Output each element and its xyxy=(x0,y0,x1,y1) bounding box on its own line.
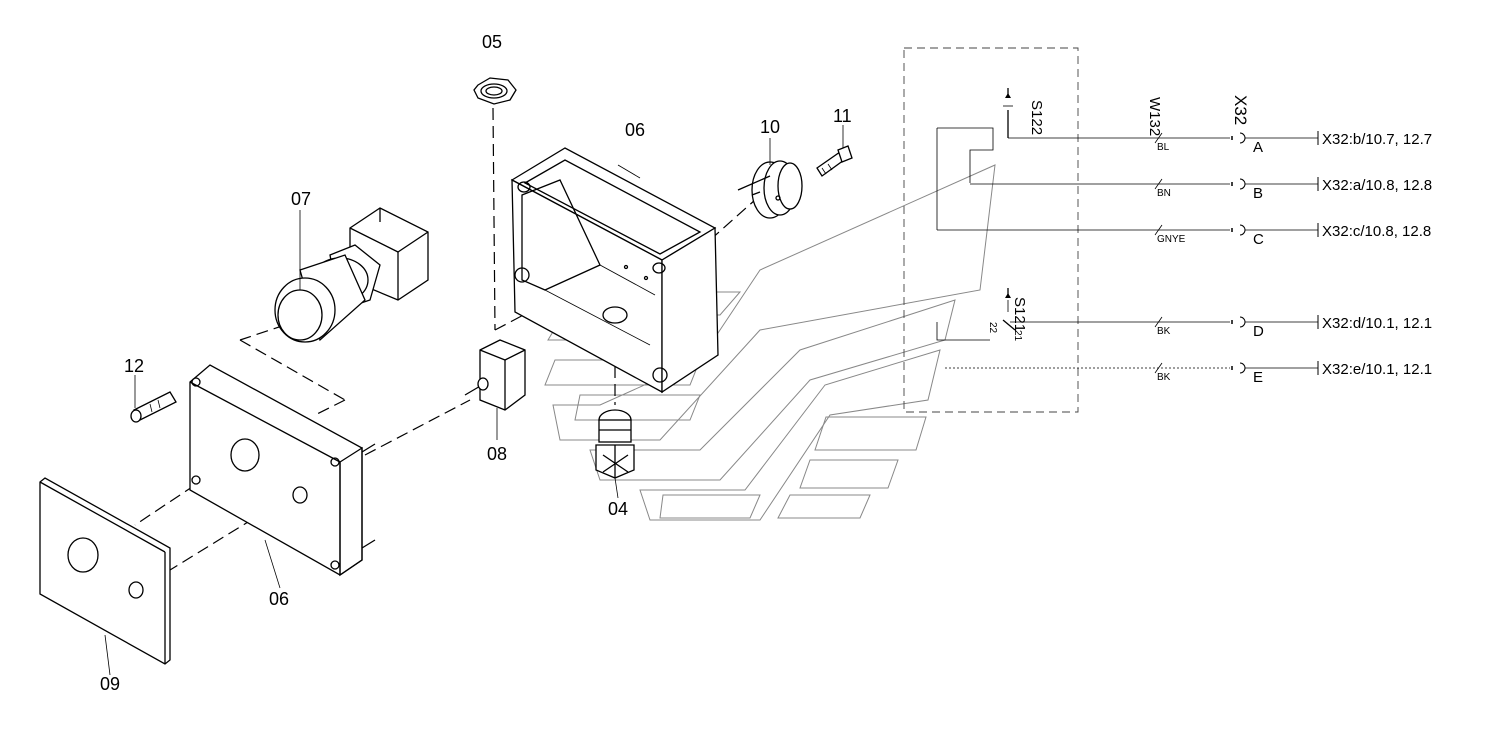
label-cable-w132: W132 xyxy=(1146,97,1163,136)
wire-destination: X32:e/10.1, 12.1 xyxy=(1322,361,1432,378)
connector-pin-arc xyxy=(1239,224,1246,236)
label-part-06-bottom: 06 xyxy=(269,589,289,609)
label-s121: S121 xyxy=(1011,297,1028,332)
wire-rows: BL A X32:b/10.7, 12.7BN B X32:a/10.8, 12.8GN… xyxy=(937,131,1432,386)
part-04-cable-gland xyxy=(595,409,635,479)
label-part-08: 08 xyxy=(487,444,507,464)
wire-color-label: BK xyxy=(1157,326,1171,337)
connector-pin-arc xyxy=(1239,316,1246,328)
connector-pin-arc xyxy=(1239,178,1246,190)
label-s122: S122 xyxy=(1028,100,1045,135)
wire-tick xyxy=(1154,362,1163,374)
part-05-nut xyxy=(473,77,517,105)
part-labels: 05 06 10 11 07 12 08 04 06 09 xyxy=(100,32,852,694)
wire-color-label: BN xyxy=(1157,188,1171,199)
switch-s121: S121 21 22 xyxy=(987,288,1028,342)
switch-s122: S122 xyxy=(1003,88,1045,138)
wire-destination: X32:c/10.8, 12.8 xyxy=(1322,223,1431,240)
wire-tick xyxy=(1154,224,1163,236)
connector-pin-label: D xyxy=(1253,323,1264,340)
label-part-04: 04 xyxy=(608,499,628,519)
wire-tick xyxy=(1154,178,1163,190)
label-leader-lines xyxy=(104,125,844,676)
wire-tick xyxy=(1154,132,1163,144)
part-10-plug xyxy=(737,160,803,219)
part-08-contact-block xyxy=(464,339,526,411)
wire-color-label: GNYE xyxy=(1157,234,1186,245)
label-part-09: 09 xyxy=(100,674,120,694)
part-06-cover-plate xyxy=(189,364,376,577)
label-part-10: 10 xyxy=(760,117,780,137)
wire-color-label: BL xyxy=(1157,142,1170,153)
label-s121-pin-21: 21 xyxy=(1012,330,1023,342)
wiring-schematic: S122 W132 X32 S121 21 22 BL A X32:b/10.7, … xyxy=(903,47,1432,413)
part-07-button-actuator xyxy=(274,207,429,343)
part-12-screw xyxy=(130,391,177,423)
wire-color-label: BK xyxy=(1157,372,1171,383)
connector-pin-label: A xyxy=(1253,139,1263,156)
label-connector-x32: X32 xyxy=(1231,95,1250,125)
connector-pin-label: E xyxy=(1253,369,1263,386)
connector-pin-arc xyxy=(1239,132,1246,144)
label-part-05: 05 xyxy=(482,32,502,52)
wire-destination: X32:b/10.7, 12.7 xyxy=(1322,131,1432,148)
connector-pin-label: C xyxy=(1253,231,1264,248)
part-09-label-plate xyxy=(39,477,171,665)
label-s121-pin-22: 22 xyxy=(987,322,998,334)
connector-pin-arc xyxy=(1239,362,1246,374)
label-part-11: 11 xyxy=(833,106,852,126)
wire-tick xyxy=(1154,316,1163,328)
label-part-06-top: 06 xyxy=(625,120,645,140)
part-06-housing xyxy=(510,147,719,394)
connector-pin-label: B xyxy=(1253,185,1263,202)
label-part-07: 07 xyxy=(291,189,311,209)
part-11-screw xyxy=(816,145,853,177)
label-part-12: 12 xyxy=(124,356,144,376)
wire-destination: X32:d/10.1, 12.1 xyxy=(1322,315,1432,332)
wire-destination: X32:a/10.8, 12.8 xyxy=(1322,177,1432,194)
